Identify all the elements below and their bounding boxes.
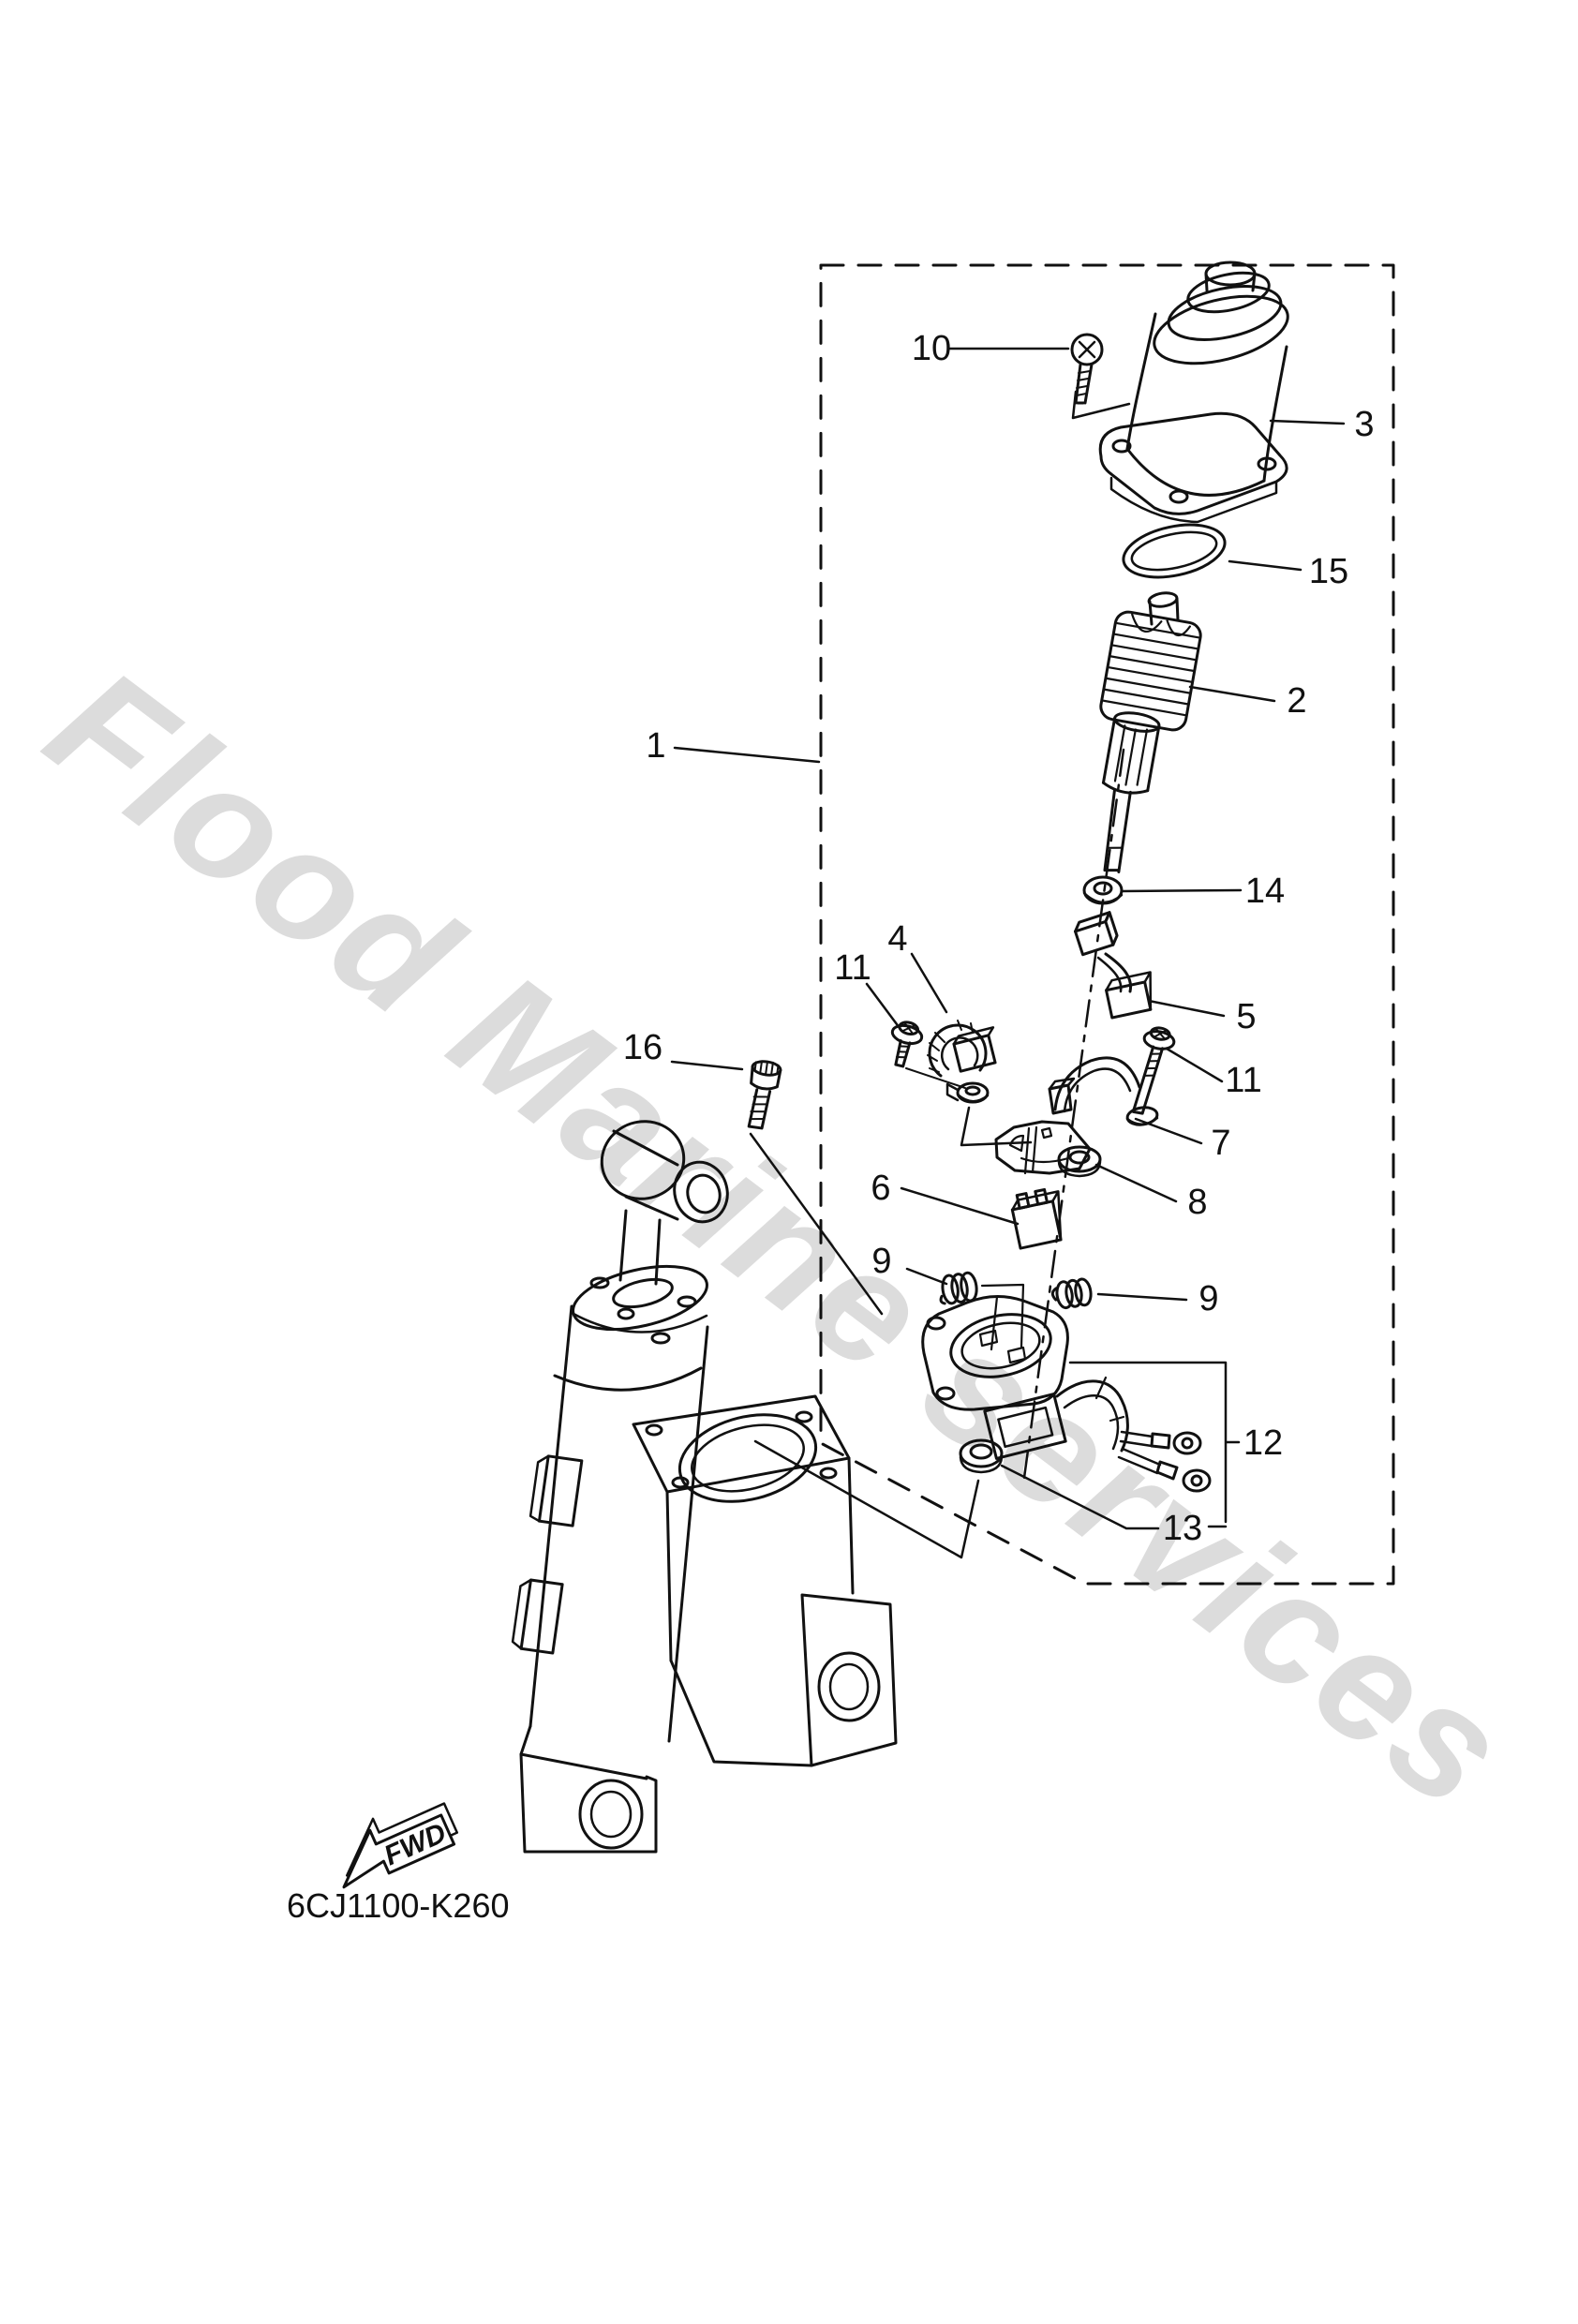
callout-4: 4 [887, 919, 907, 959]
brush-lead-drawing [1074, 911, 1153, 1020]
end-housing-drawing [921, 1295, 1212, 1493]
callout-8: 8 [1187, 1183, 1207, 1222]
motor-screw-drawing [1070, 333, 1131, 420]
mount-bolt-drawing [747, 1060, 884, 1316]
seal-grommet-drawing [959, 1438, 1004, 1474]
callout-5: 5 [1236, 997, 1256, 1036]
callout-16: 16 [623, 1028, 662, 1067]
washer-drawing [1082, 875, 1124, 905]
oring-drawing [1122, 523, 1227, 579]
callout-14: 14 [1245, 872, 1285, 911]
callout-9b: 9 [1198, 1279, 1218, 1318]
pan-screw-right-drawing [1125, 1026, 1176, 1126]
brush-plate-drawing [960, 1106, 1092, 1175]
brush-drawing [1010, 1187, 1063, 1250]
callout-2: 2 [1287, 681, 1306, 721]
callout-1: 1 [646, 726, 665, 766]
brush-holder-drawing [927, 1020, 997, 1104]
spring-right-drawing [980, 1277, 1093, 1351]
callout-11b: 11 [1225, 1061, 1261, 1100]
callout-11a: 11 [834, 948, 871, 988]
grommet-drawing [1057, 1145, 1102, 1178]
assembly-boundary-dashed-box [819, 263, 1395, 1586]
leader-lines [670, 347, 1346, 1559]
callout-10: 10 [912, 329, 951, 368]
armature-drawing [1099, 591, 1202, 873]
callout-6: 6 [871, 1169, 890, 1208]
callout-12: 12 [1243, 1423, 1283, 1463]
tilt-cylinder-unit-drawing [511, 1120, 898, 1854]
callout-15: 15 [1309, 552, 1348, 591]
pan-screw-left-drawing [890, 1020, 966, 1089]
callout-labels: 1 2 3 4 5 6 7 8 9 9 10 11 11 12 13 14 15… [623, 329, 1375, 1548]
fwd-arrow [342, 1802, 459, 1889]
watermark-text: Flood Marine services [17, 633, 1541, 1843]
callout-7: 7 [1211, 1124, 1230, 1163]
callout-13: 13 [1163, 1509, 1202, 1548]
drawing-code: 6CJ1100-K260 [287, 1886, 510, 1925]
lead-retainer-drawing [1048, 1056, 1141, 1115]
callout-9a: 9 [871, 1242, 891, 1281]
motor-drawing [1098, 261, 1289, 524]
callout-3: 3 [1354, 405, 1374, 444]
